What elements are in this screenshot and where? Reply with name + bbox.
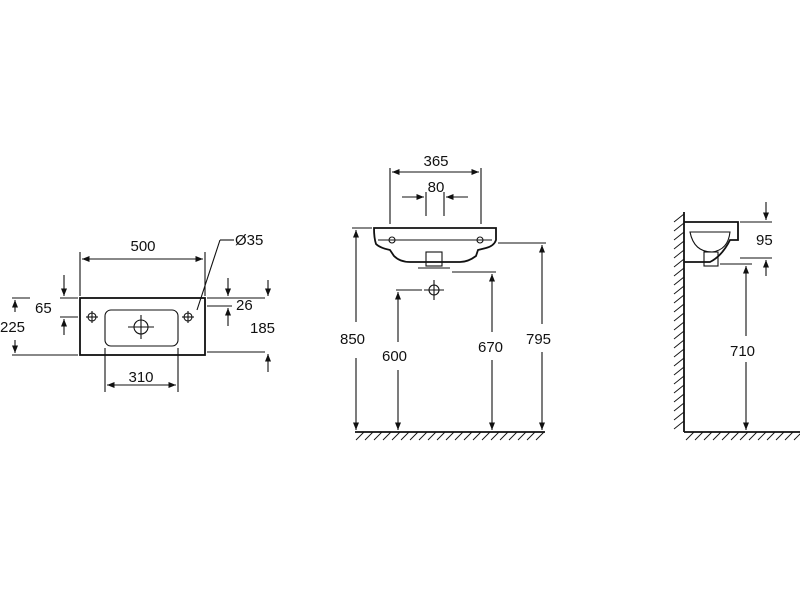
dim-underside-height-label: 795 (526, 331, 551, 348)
hatch-line (673, 375, 685, 385)
dim-width-label: 500 (130, 238, 155, 255)
trap-center-icon (424, 280, 444, 300)
hatch-line (517, 431, 527, 441)
hatch-line (673, 420, 685, 430)
hatch-line (673, 267, 685, 277)
hatch-line (382, 431, 392, 441)
hatch-line (355, 431, 365, 441)
hatch-line (454, 431, 464, 441)
top-view: 500 Ø35 65 225 26 185 310 (0, 232, 275, 392)
hatch-line (673, 303, 685, 313)
hatch-line (400, 431, 410, 441)
tap-hole-left-icon (86, 311, 98, 323)
hatch-line (673, 222, 685, 232)
hatch-line (673, 339, 685, 349)
hatch-line (673, 249, 685, 259)
hatch-line (673, 276, 685, 286)
tap-hole-right-icon (182, 311, 194, 323)
hatch-line (364, 431, 374, 441)
dim-side-depth-label: 26 (236, 297, 253, 314)
hatch-line (673, 366, 685, 376)
hatch-line (673, 294, 685, 304)
hatch-line (673, 321, 685, 331)
front-view: 365 80 850 600 670 795 (340, 153, 551, 441)
hatch-line (748, 431, 758, 441)
dim-diameter-label: Ø35 (235, 232, 263, 249)
dim-drain-height-label: 600 (382, 348, 407, 365)
dim-side-height-label: 185 (250, 320, 275, 337)
hatch-line (673, 357, 685, 367)
basin-section (684, 221, 739, 263)
hatch-line (673, 330, 685, 340)
hatch-line (463, 431, 473, 441)
hatch-line (391, 431, 401, 441)
dim-bowl-width-label: 310 (128, 369, 153, 386)
hatch-line (793, 433, 800, 441)
dim-bracket-height-label: 710 (730, 343, 755, 360)
hatch-line (409, 431, 419, 441)
hatch-line (445, 431, 455, 441)
hatch-line (673, 240, 685, 250)
dim-tap-spacing-label: 80 (428, 179, 445, 196)
hatch-line (373, 431, 383, 441)
hatch-line (673, 231, 685, 241)
hatch-line (775, 431, 785, 441)
hatch-line (757, 431, 767, 441)
basin-profile (373, 227, 497, 263)
hatch-line (673, 312, 685, 322)
dim-front-depth-label: 65 (35, 300, 52, 317)
hatch-line (526, 431, 536, 441)
hatch-line (739, 431, 749, 441)
hatch-line (418, 431, 428, 441)
hatch-line (703, 431, 713, 441)
hatch-line (673, 213, 685, 223)
hatch-line (490, 431, 500, 441)
hatch-line (427, 431, 437, 441)
hatch-line (721, 431, 731, 441)
bowl-outline (104, 309, 179, 347)
hatch-line (436, 431, 446, 441)
hatch-line (472, 431, 482, 441)
dim-total-depth-label: 225 (0, 319, 25, 336)
hatch-line (673, 411, 685, 421)
hatch-line (535, 431, 545, 441)
wall-hatch (673, 213, 685, 430)
hatch-line (712, 431, 722, 441)
dim-bowl-depth-label: 95 (756, 232, 773, 249)
hatch-line (673, 402, 685, 412)
dim-trap-height-label: 670 (478, 339, 503, 356)
hatch-line (685, 431, 695, 441)
hatch-line (694, 431, 704, 441)
dim-rim-height-label: 850 (340, 331, 365, 348)
basin-outline (79, 297, 206, 356)
hatch-line (499, 431, 509, 441)
drain-outlet (425, 251, 443, 267)
hatch-line (730, 431, 740, 441)
hatch-line (673, 393, 685, 403)
hatch-line (673, 348, 685, 358)
hatch-line (673, 285, 685, 295)
side-view: 95 710 (673, 202, 800, 441)
hatch-line (481, 431, 491, 441)
hatch-line (508, 431, 518, 441)
floor-hatch (685, 431, 800, 441)
hatch-line (673, 384, 685, 394)
hatch-line (673, 258, 685, 268)
hatch-line (766, 431, 776, 441)
hatch-line (784, 431, 794, 441)
dim-overall-width-label: 365 (423, 153, 448, 170)
floor-hatch (355, 431, 545, 441)
